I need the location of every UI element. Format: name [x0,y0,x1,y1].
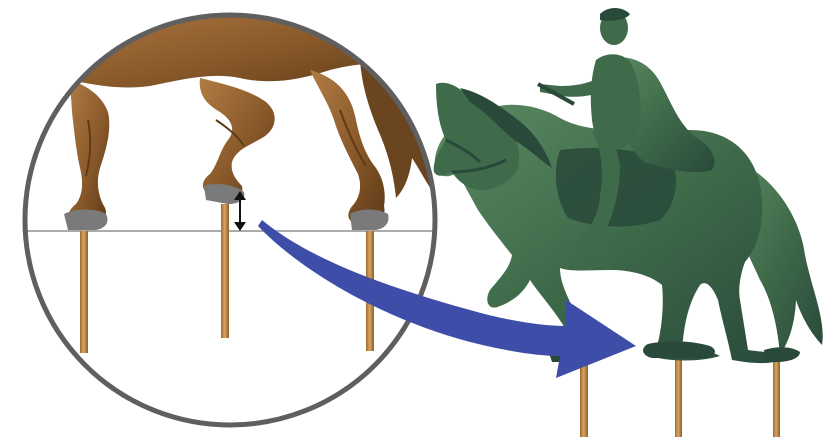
zoomed-hoof-right [350,210,389,231]
support-rod-left [80,231,88,353]
statue-rod-back [773,356,780,437]
rider-arm-with-baton [540,78,604,97]
zoomed-hoof-left [64,210,108,231]
statue-rod-front [580,356,588,437]
equestrian-statue [434,8,823,437]
magnifier-circle [0,0,460,425]
statue-rod-middle [675,352,682,437]
statue-back-hoof [764,347,800,362]
statue-front-hoof [643,341,715,358]
statue-support-rods [580,352,780,437]
support-rod-middle [221,204,229,338]
